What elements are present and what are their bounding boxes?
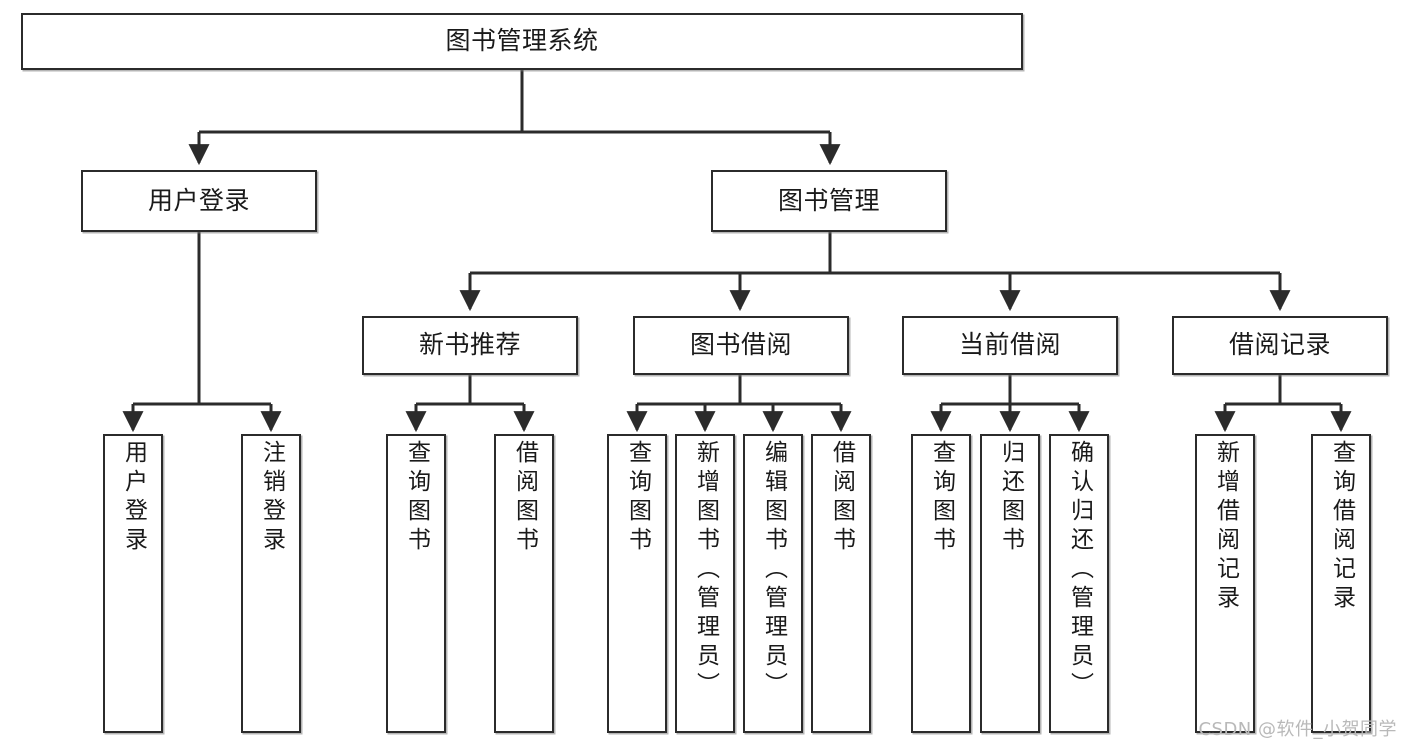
node-label: 借阅图书 xyxy=(828,440,855,556)
leaf-recommend-borrow-book[interactable]: 借阅图书 xyxy=(494,434,554,733)
node-borrow-record[interactable]: 借阅记录 xyxy=(1172,316,1388,375)
node-label: 新增借阅记录 xyxy=(1212,440,1239,614)
leaf-current-query-book[interactable]: 查询图书 xyxy=(911,434,971,733)
node-label: 借阅图书 xyxy=(511,440,538,556)
leaf-current-confirm-return-admin[interactable]: 确认归还（管理员） xyxy=(1049,434,1109,733)
leaf-borrow-borrow-book[interactable]: 借阅图书 xyxy=(811,434,871,733)
node-label: 查询图书 xyxy=(624,440,651,556)
node-label: 编辑图书（管理员） xyxy=(760,440,787,701)
node-label: 查询图书 xyxy=(928,440,955,556)
node-book-borrow[interactable]: 图书借阅 xyxy=(633,316,849,375)
leaf-user-login-do-login[interactable]: 用户登录 xyxy=(103,434,163,733)
leaf-current-return-book[interactable]: 归还图书 xyxy=(980,434,1040,733)
leaf-user-login-logout[interactable]: 注销登录 xyxy=(241,434,301,733)
csdn-watermark: CSDN @软件_小贺同学 xyxy=(1198,719,1397,740)
node-label: 用户登录 xyxy=(147,185,250,215)
node-root-system[interactable]: 图书管理系统 xyxy=(21,13,1023,70)
node-user-login[interactable]: 用户登录 xyxy=(81,170,317,232)
leaf-record-add-record[interactable]: 新增借阅记录 xyxy=(1195,434,1255,733)
leaf-borrow-query-book[interactable]: 查询图书 xyxy=(607,434,667,733)
leaf-borrow-add-book-admin[interactable]: 新增图书（管理员） xyxy=(675,434,735,733)
node-label: 图书管理 xyxy=(777,185,880,215)
node-current-borrow[interactable]: 当前借阅 xyxy=(902,316,1118,375)
node-label: 归还图书 xyxy=(997,440,1024,556)
leaf-record-query-record[interactable]: 查询借阅记录 xyxy=(1311,434,1371,733)
node-book-management[interactable]: 图书管理 xyxy=(711,170,947,232)
node-label: 新增图书（管理员） xyxy=(692,440,719,701)
node-label: 图书管理系统 xyxy=(445,26,599,56)
node-label: 新书推荐 xyxy=(418,330,521,360)
leaf-borrow-edit-book-admin[interactable]: 编辑图书（管理员） xyxy=(743,434,803,733)
node-label: 确认归还（管理员） xyxy=(1066,440,1093,701)
node-label: 借阅记录 xyxy=(1228,330,1331,360)
node-label: 图书借阅 xyxy=(689,330,792,360)
node-label: 当前借阅 xyxy=(958,330,1061,360)
leaf-recommend-query-book[interactable]: 查询图书 xyxy=(386,434,446,733)
node-new-book-recommend[interactable]: 新书推荐 xyxy=(362,316,578,375)
node-label: 查询图书 xyxy=(403,440,430,556)
node-label: 注销登录 xyxy=(258,440,285,556)
node-label: 用户登录 xyxy=(120,440,147,556)
node-label: 查询借阅记录 xyxy=(1328,440,1355,614)
